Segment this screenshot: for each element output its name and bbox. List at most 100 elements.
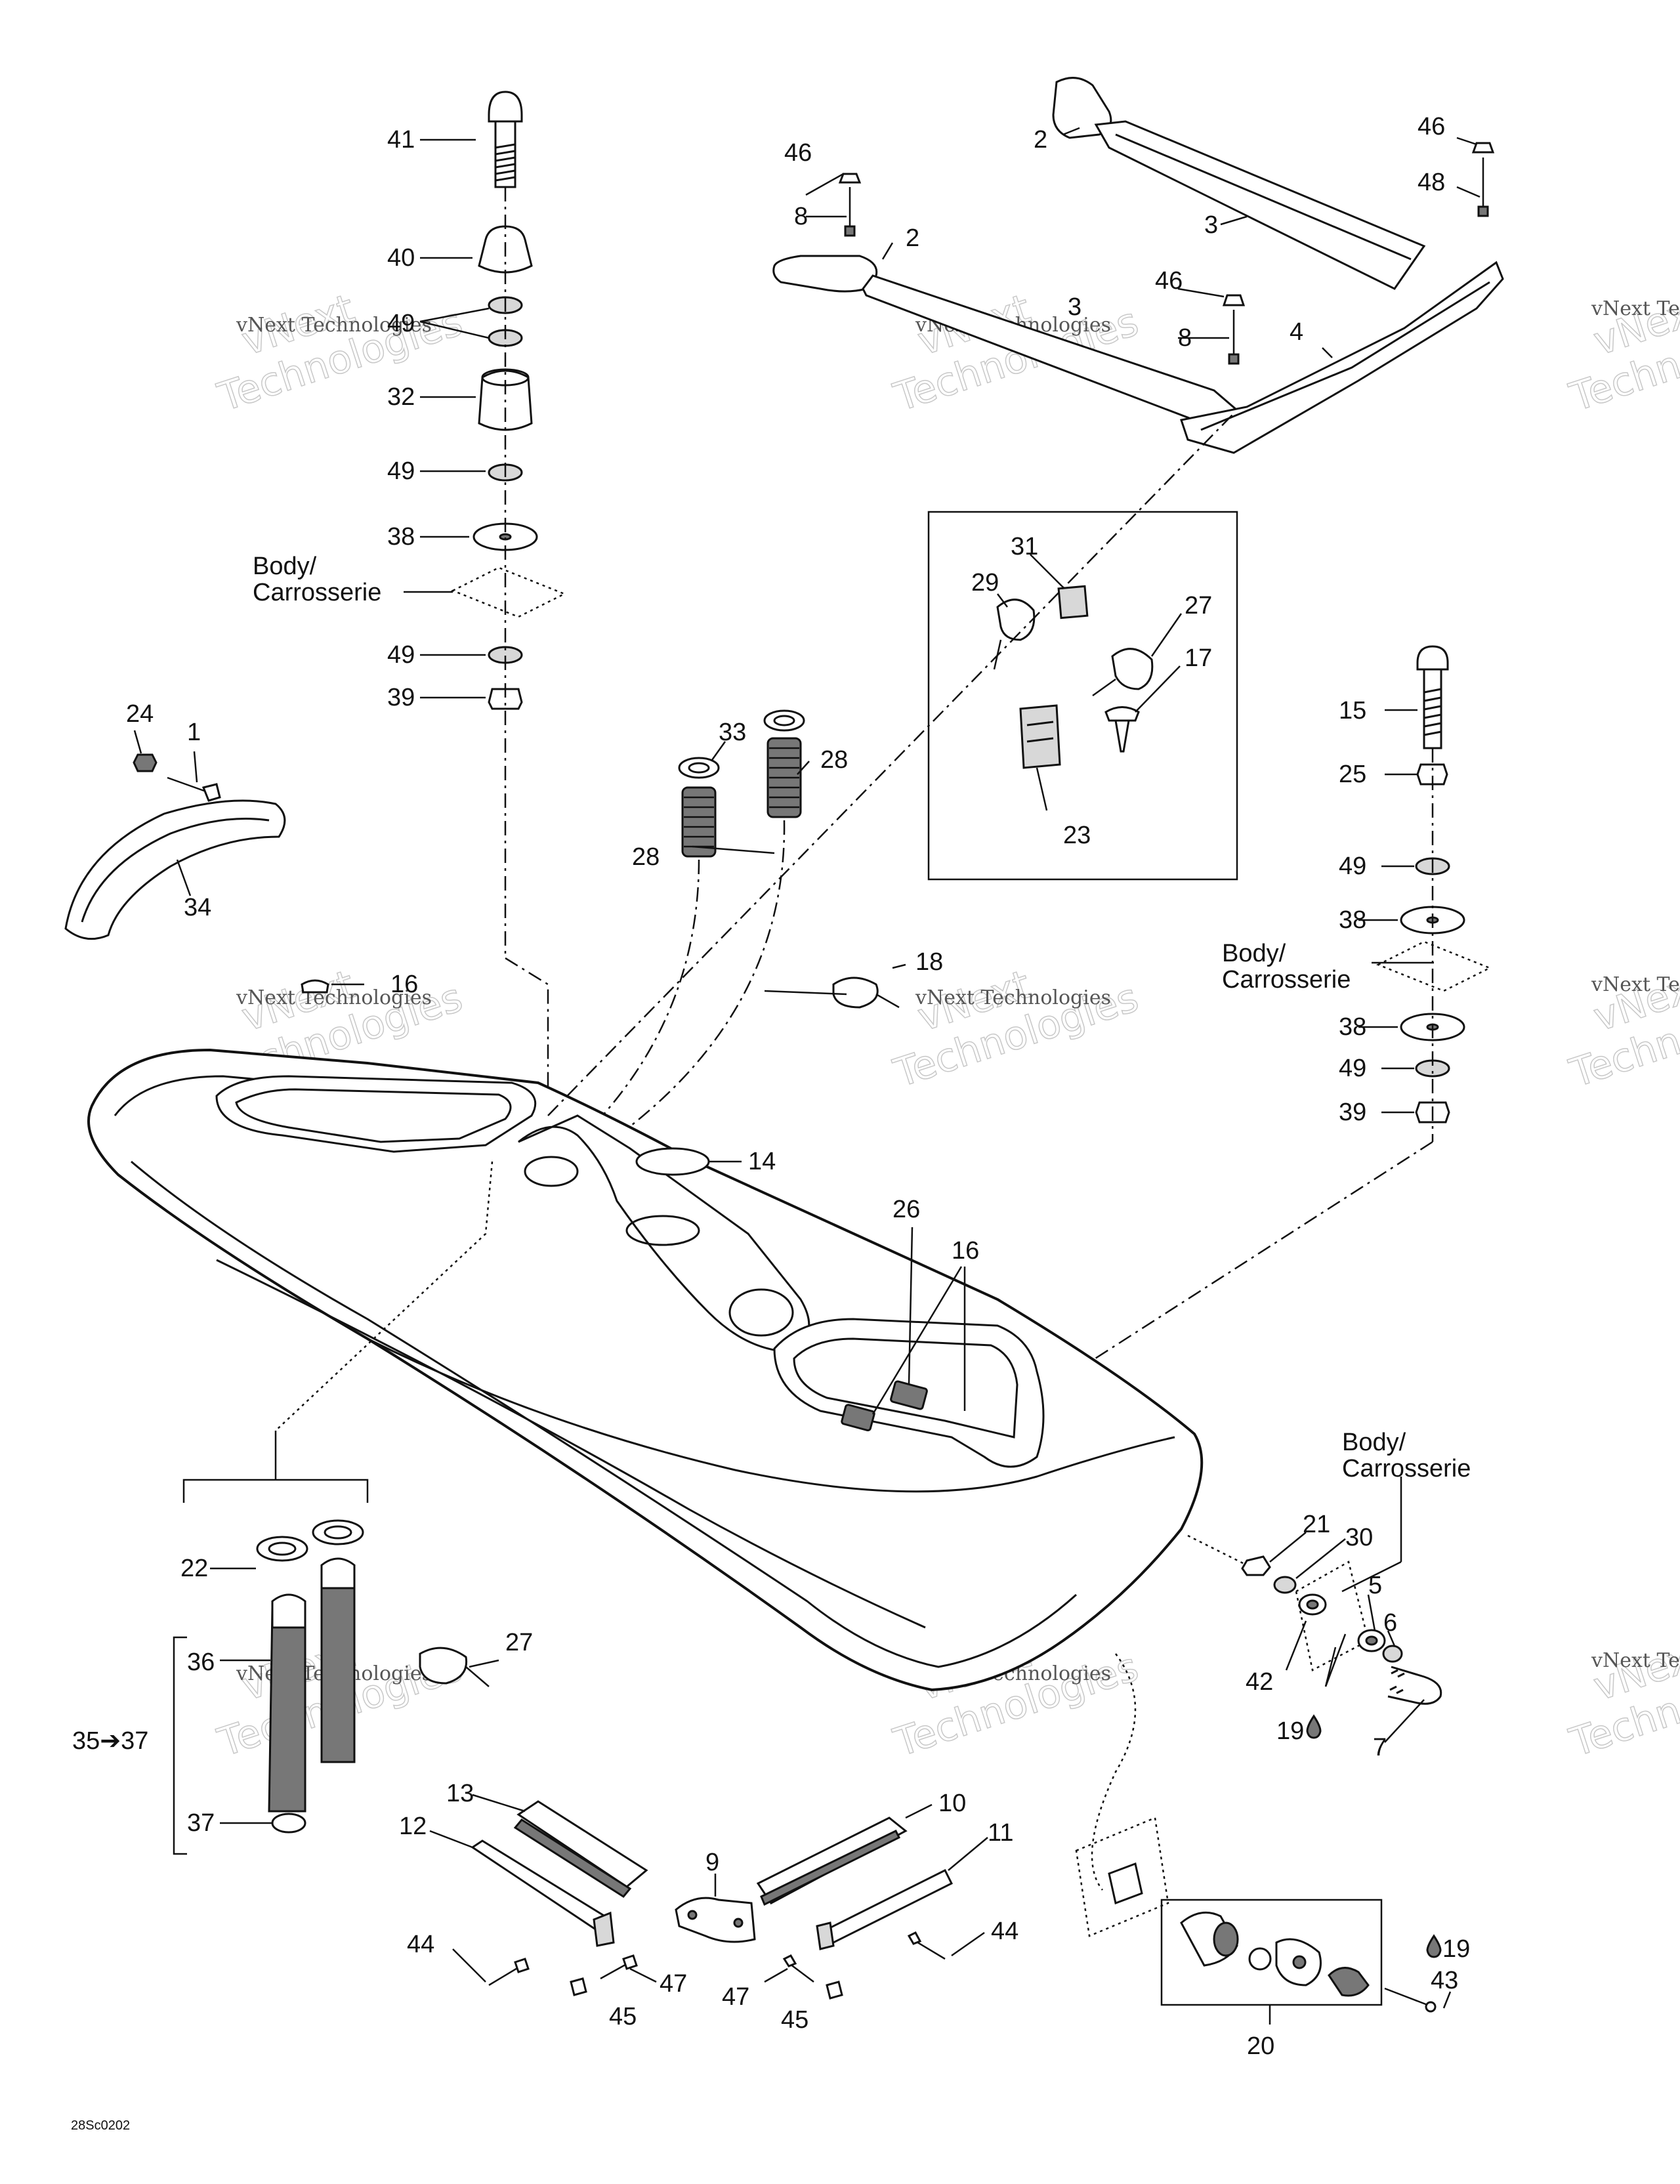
part-47-rivet-head — [782, 1954, 797, 1967]
part-19-drop — [1306, 1714, 1322, 1739]
hull-footwell-inner — [793, 1337, 1018, 1438]
hose-path-b — [590, 820, 786, 1156]
part-17-screw-shank — [1114, 719, 1130, 753]
callout-9: 9 — [705, 1849, 719, 1876]
callout-16: 16 — [952, 1237, 979, 1265]
part-29-tie-wrap — [996, 598, 1036, 641]
part-36-hose — [268, 1606, 306, 1813]
part-26-connector — [890, 1380, 928, 1410]
part-27-tie-tail — [1092, 678, 1116, 697]
callout-42: 42 — [1246, 1668, 1273, 1696]
part-1-screw-head — [201, 783, 221, 802]
hose-path-a — [577, 859, 700, 1143]
callout-1: 1 — [187, 719, 201, 746]
part-22-grommet-inner — [324, 1525, 352, 1540]
watermark-text: vNext Technologies — [236, 986, 432, 1009]
part-7-thread — [1389, 1669, 1405, 1694]
part-34-grab-handle — [64, 799, 286, 940]
vent-hoses — [577, 709, 900, 1156]
callout-49: 49 — [387, 641, 415, 669]
part-22-grommet — [312, 1519, 364, 1545]
callout-29: 29 — [971, 569, 999, 597]
part-27-clamp — [419, 1647, 468, 1685]
callout-39: 39 — [387, 684, 415, 711]
watermark-text: vNext Technologies — [915, 986, 1111, 1009]
part-8-pin-head — [844, 225, 856, 237]
callout-44: 44 — [407, 1931, 434, 1958]
part-46-cap — [1222, 294, 1246, 306]
tow-eye-leader — [1187, 1534, 1248, 1566]
body-panel-tow — [1295, 1561, 1370, 1671]
callout-34: 34 — [184, 894, 211, 921]
callout-4: 4 — [1290, 318, 1303, 346]
part-37-o-ring — [271, 1813, 306, 1834]
callout-24: 24 — [126, 700, 154, 728]
callout-12: 12 — [399, 1813, 427, 1840]
callout-41: 41 — [387, 126, 415, 154]
part-18-clamp — [832, 976, 879, 1009]
hull-leader-drain — [1091, 1653, 1137, 1891]
callout-49: 49 — [387, 457, 415, 485]
part-14-cap — [635, 1147, 710, 1176]
callout-38: 38 — [1339, 1013, 1366, 1041]
part-21-nut — [1241, 1555, 1271, 1576]
drain-plug-box — [1075, 1816, 1442, 2025]
part-36-hose-top — [320, 1557, 356, 1589]
part-33-grommet — [678, 757, 720, 779]
bracket-35-37 — [173, 1636, 187, 1855]
left-mount-stack — [450, 91, 567, 1116]
grab-handle-assembly — [64, 753, 286, 940]
callout-27: 27 — [1185, 592, 1212, 620]
callouts: 41 40 49 32 49 38 Body/ Carrosserie 49 3… — [71, 113, 1471, 2133]
hull-port-hole — [625, 1215, 700, 1246]
part-44-rivet-head — [514, 1958, 530, 1973]
part-6-washer — [1382, 1645, 1403, 1663]
callout-37: 37 — [187, 1809, 215, 1837]
callout-30: 30 — [1345, 1524, 1373, 1551]
part-45-cap — [570, 1977, 587, 1996]
part-34-grab-handle-inner — [81, 818, 270, 923]
part-41-bolt-head — [488, 91, 523, 123]
hull-port-hole — [524, 1156, 579, 1187]
callout-28: 28 — [632, 843, 660, 871]
part-13-rail-edge — [513, 1818, 632, 1898]
callout-18: 18 — [915, 948, 943, 976]
part-2-front-cap — [772, 255, 878, 293]
callout-46: 46 — [1418, 113, 1445, 140]
callout-10: 10 — [938, 1790, 966, 1817]
part-20-sleeve-end — [1213, 1922, 1239, 1957]
callout-5: 5 — [1368, 1572, 1382, 1599]
inset-frame — [927, 511, 1238, 881]
part-23-clip-detail — [1026, 721, 1054, 743]
hull-port-hole — [728, 1288, 794, 1337]
body-panel-left — [450, 566, 567, 618]
drain-box-frame — [1160, 1899, 1383, 2006]
body-label-line2: Carrosserie — [253, 579, 381, 606]
hull-glovebox-opening — [215, 1075, 537, 1153]
body-label-line1: Body/ — [1342, 1429, 1406, 1456]
callout-33: 33 — [719, 719, 746, 746]
callout-17: 17 — [1185, 644, 1212, 672]
scupper-hose-group — [173, 1431, 490, 1855]
drawing-code: 28Sc0202 — [71, 2118, 130, 2133]
part-5-washer-hole — [1365, 1635, 1378, 1646]
callout-35-37: 35➔37 — [72, 1727, 148, 1755]
part-20-plug — [1328, 1967, 1370, 1997]
part-15-thread — [1423, 688, 1442, 736]
callout-43: 43 — [1431, 1967, 1458, 1994]
callout-6: 6 — [1383, 1609, 1397, 1637]
callout-47: 47 — [722, 1983, 749, 2011]
part-46-cap — [838, 173, 862, 184]
part-20-flange-hole — [1292, 1955, 1307, 1969]
callout-2: 2 — [906, 224, 919, 252]
callout-16: 16 — [390, 971, 418, 998]
seat-cover-assembly — [772, 77, 1504, 454]
callout-19: 19 — [1276, 1717, 1304, 1745]
part-36-hose-top — [271, 1593, 306, 1629]
callout-13: 13 — [446, 1780, 474, 1807]
callout-45: 45 — [609, 2003, 637, 2030]
part-3-rear-cover-line — [1115, 133, 1412, 261]
callout-3: 3 — [1204, 211, 1218, 239]
part-9-hole — [733, 1918, 744, 1928]
callout-15: 15 — [1339, 697, 1366, 724]
